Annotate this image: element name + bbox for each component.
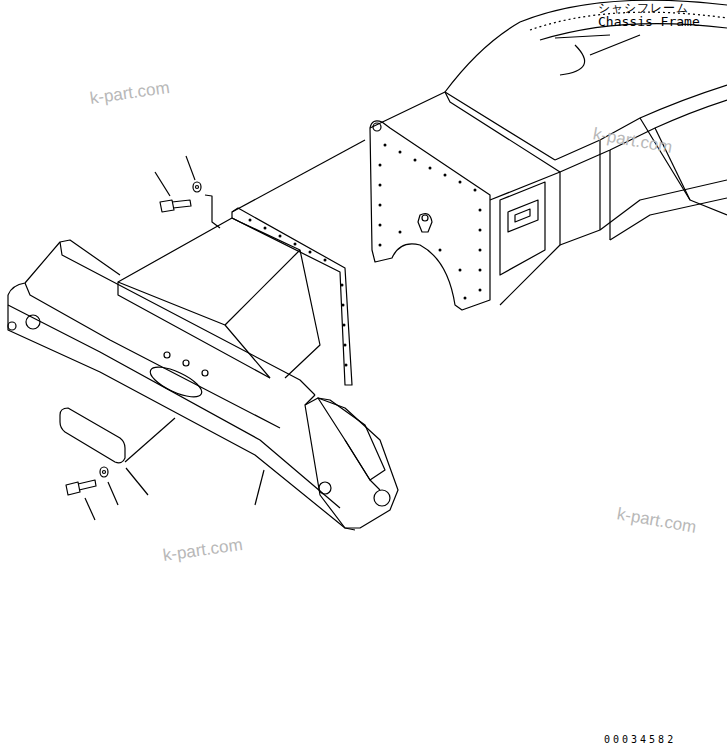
watermark: k-part.com — [162, 536, 244, 566]
part-name-jp: シャシフレーム — [598, 2, 689, 15]
part-name: Chassis Frame — [598, 15, 700, 29]
watermark: k-part.com — [615, 505, 697, 537]
watermark: k-part.com — [89, 79, 171, 109]
drawing-number: 00034582 — [604, 734, 676, 745]
